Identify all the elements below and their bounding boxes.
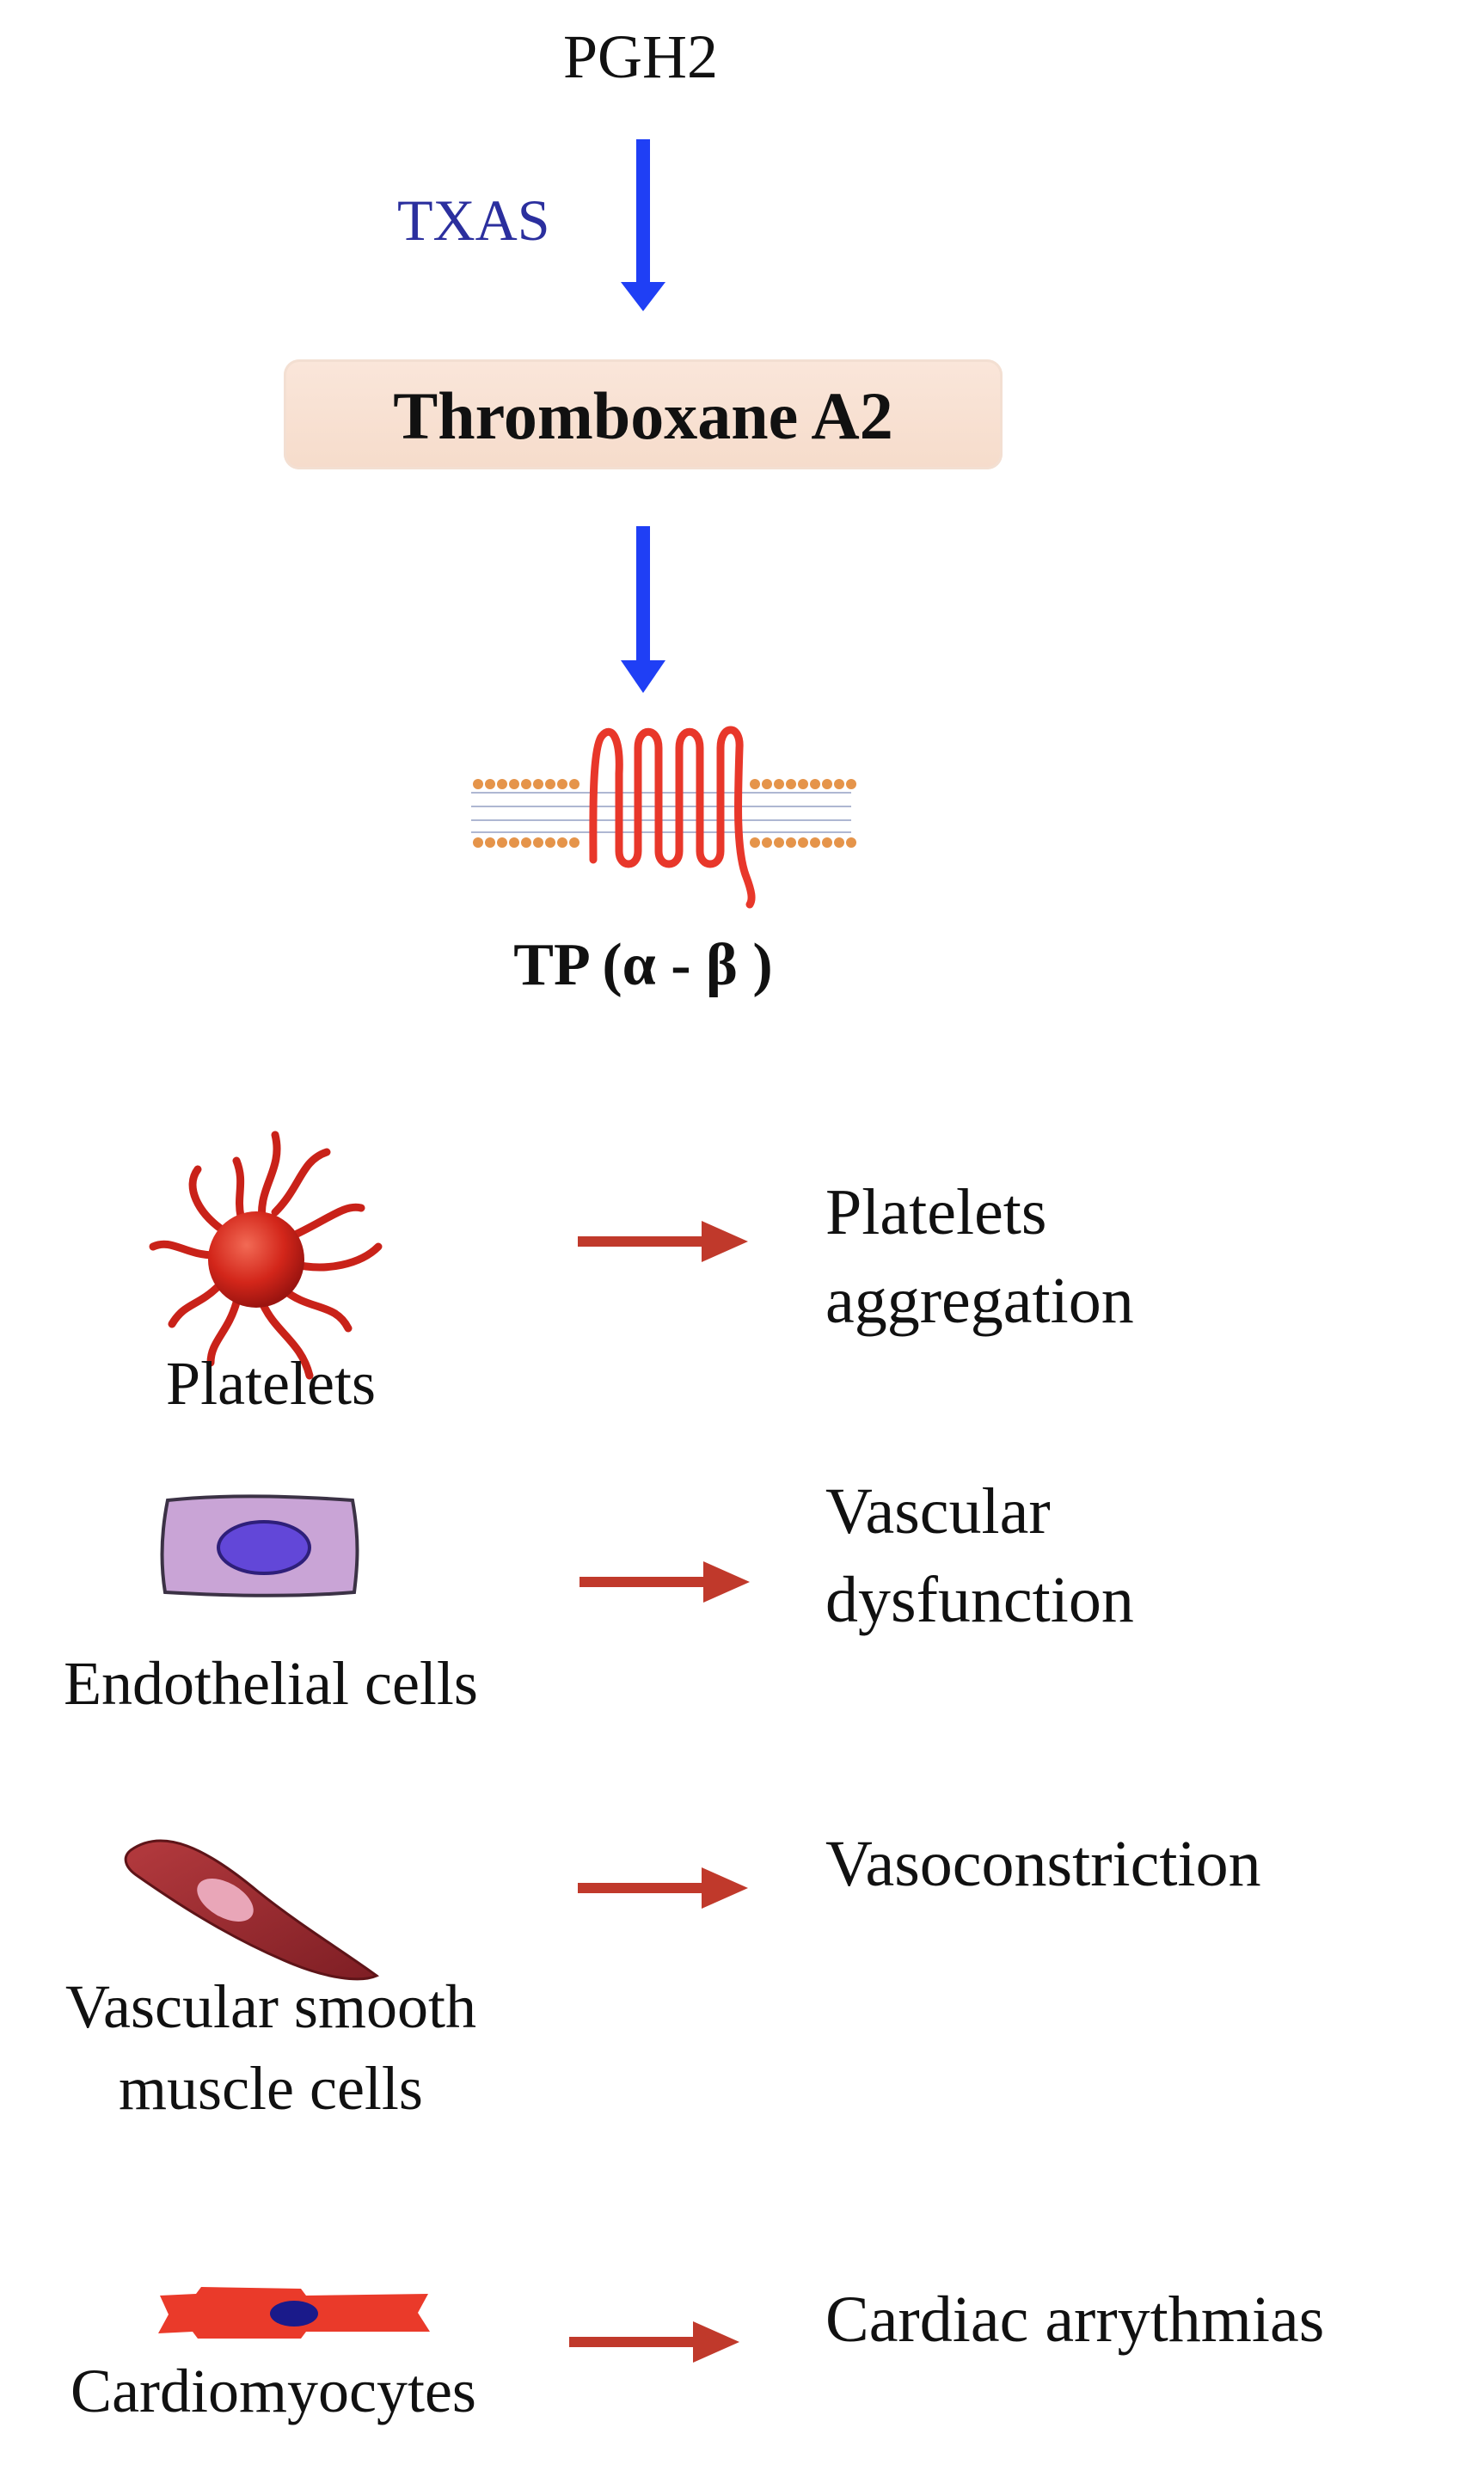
membrane-receptor-icon: [471, 726, 856, 909]
cell-label-endothelial: Endothelial cells: [64, 1649, 478, 1718]
smooth-muscle-cell-icon: [124, 1839, 379, 1981]
effect-arrow-cardiomyocytes: [569, 2321, 739, 2363]
cell-label-smooth-muscle-line2: muscle cells: [119, 2054, 423, 2123]
cardiomyocyte-icon: [158, 2287, 430, 2339]
platelet-icon: [149, 1131, 383, 1380]
effect-platelets-line1: Platelets: [825, 1176, 1047, 1248]
product-label: Thromboxane A2: [393, 378, 893, 453]
effect-platelets-line2: aggregation: [825, 1265, 1134, 1337]
arrow-pgh2-to-txa2: [621, 139, 665, 311]
receptor-label: TP (α - β ): [513, 932, 773, 998]
effect-smooth-muscle: Vasoconstriction: [825, 1828, 1261, 1900]
product-box: [284, 359, 1003, 469]
effect-arrow-smooth-muscle: [578, 1867, 748, 1909]
enzyme-label: TXAS: [397, 187, 550, 253]
effect-arrow-platelets: [578, 1221, 748, 1262]
endothelial-cell-icon: [160, 1494, 359, 1597]
precursor-label: PGH2: [562, 22, 719, 91]
effect-endothelial-line1: Vascular: [825, 1475, 1051, 1548]
arrow-txa2-to-tp: [621, 526, 665, 693]
cell-label-platelets: Platelets: [166, 1349, 376, 1418]
effect-cardiomyocytes: Cardiac arrythmias: [825, 2284, 1325, 2356]
cell-label-cardiomyocytes: Cardiomyocytes: [71, 2357, 476, 2425]
effect-endothelial-line2: dysfunction: [825, 1564, 1134, 1636]
effect-arrow-endothelial: [579, 1561, 750, 1603]
cell-label-smooth-muscle-line1: Vascular smooth: [65, 1972, 476, 2041]
